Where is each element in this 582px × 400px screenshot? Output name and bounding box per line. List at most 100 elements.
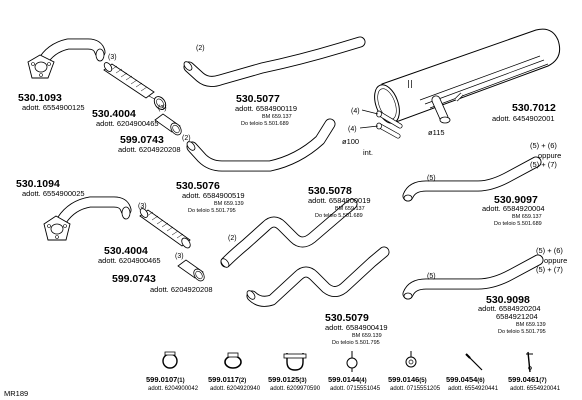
hardware-qty: (3) xyxy=(299,378,306,384)
hardware-qty: (4) xyxy=(359,378,366,384)
part-number: 530.4004 xyxy=(92,108,136,120)
hardware-number: 599.0117 xyxy=(208,375,239,384)
option-line: (5) + (6) xyxy=(536,246,563,255)
svg-text:599.0461(7): 599.0461(7) xyxy=(508,375,547,384)
part-adott: adott. 6204900465 xyxy=(98,256,161,265)
option-line: (5) + (7) xyxy=(530,160,557,169)
svg-text:599.0117(2): 599.0117(2) xyxy=(208,375,246,384)
u-bolt-clamp-icon xyxy=(283,353,307,371)
sleeve-599-0743-middle xyxy=(177,259,205,282)
hardware-adott: adott. 6554920441 xyxy=(448,386,499,392)
part-adott: adott. 6554900025 xyxy=(22,189,85,198)
strap-bracket-icon xyxy=(526,351,533,373)
flange-bend-pipe-530-1094 xyxy=(43,196,132,241)
part-adott: adott. 6584900419 xyxy=(325,323,388,332)
clamp-ring-icon xyxy=(162,351,178,369)
part-bm: BM 659.139 xyxy=(214,201,244,207)
rubber-hanger-icon xyxy=(346,351,358,372)
hardware-number: 599.0454 xyxy=(446,375,478,384)
part-qty: (3) xyxy=(138,203,147,210)
part-number: 530.1093 xyxy=(18,92,62,104)
pipe-530-5079 xyxy=(246,246,390,307)
inlet-diameter: ø100 xyxy=(342,137,359,146)
part-number: 530.9097 xyxy=(494,194,538,206)
part-bm: BM 659.137 xyxy=(262,114,292,120)
part-adott: adott. 6584900119 xyxy=(235,104,297,113)
svg-text:599.0454(6): 599.0454(6) xyxy=(446,375,485,384)
hardware-adott: adott. 6204900042 xyxy=(148,386,199,392)
hardware-adott: adott. 0715551045 xyxy=(330,386,381,392)
part-number: 530.5077 xyxy=(236,93,280,105)
part-qty: (3) xyxy=(158,105,167,112)
part-bm: BM 659.139 xyxy=(352,333,382,339)
inlet-diameter-note: int. xyxy=(363,148,373,157)
part-adott-second: 6584921204 xyxy=(496,312,538,321)
hardware-item: 599.0107(1) adott. 6204900042 xyxy=(146,375,199,392)
part-adott: adott. 6554900125 xyxy=(22,103,85,112)
hardware-qty: (1) xyxy=(177,378,184,384)
svg-text:599.0144(4): 599.0144(4) xyxy=(328,375,367,384)
part-number: 530.1094 xyxy=(16,178,60,190)
pipe-530-5078 xyxy=(220,198,358,268)
part-adott: adott. 6584900019 xyxy=(308,196,371,205)
part-qty: (2) xyxy=(228,235,237,242)
part-number: 599.0743 xyxy=(120,134,164,146)
option-oppure: oppure xyxy=(544,256,567,265)
hardware-adott: adott. 0715551205 xyxy=(390,386,441,392)
sleeve-599-0743-top xyxy=(154,113,182,136)
rubber-ring-icon xyxy=(405,351,417,368)
hardware-qty: (6) xyxy=(477,378,484,384)
muffler-qty-lower: (4) xyxy=(348,126,357,133)
hardware-item: 599.0125(3) adott. 6209970590 xyxy=(268,375,321,392)
flex-tube-530-4004-top xyxy=(103,62,167,110)
hardware-number: 599.0146 xyxy=(388,375,419,384)
flange-bend-pipe-530-1093 xyxy=(27,38,106,79)
pipe-530-5076 xyxy=(186,118,336,172)
part-number: 530.7012 xyxy=(512,102,556,114)
part-adott: adott. 6454902001 xyxy=(492,114,555,123)
part-qty: (5) xyxy=(427,273,436,280)
part-bm: BM 659.139 xyxy=(516,322,546,328)
part-number: 530.5078 xyxy=(308,185,352,197)
part-number: 530.9098 xyxy=(486,294,530,306)
part-number: 530.5076 xyxy=(176,180,220,192)
part-number: 530.5079 xyxy=(325,312,369,324)
part-qty: (5) xyxy=(427,175,436,182)
part-bm: BM 659.137 xyxy=(335,206,365,212)
option-oppure: oppure xyxy=(538,151,561,160)
part-teljes: Do teloio 5.501.795 xyxy=(188,208,236,214)
part-number: 599.0743 xyxy=(112,273,156,285)
hardware-qty: (2) xyxy=(239,378,246,384)
part-adott: adott. 6584920004 xyxy=(482,204,545,213)
option-line: (5) + (7) xyxy=(536,265,563,274)
part-adott: adott. 6584920204 xyxy=(478,304,541,313)
hardware-qty: (7) xyxy=(539,378,546,384)
part-qty: (2) xyxy=(182,135,191,142)
muffler-530-7012 xyxy=(359,28,561,139)
part-adott: adott. 6584900519 xyxy=(182,191,245,200)
hardware-adott: adott. 6209970590 xyxy=(270,386,321,392)
option-line: (5) + (6) xyxy=(530,141,557,150)
outlet-diameter: ø115 xyxy=(428,128,445,137)
svg-text:599.0107(1): 599.0107(1) xyxy=(146,375,185,384)
part-number: 530.4004 xyxy=(104,245,148,257)
muffler-qty-upper: (4) xyxy=(351,108,360,115)
band-clamp-icon xyxy=(224,352,242,369)
hardware-number: 599.0125 xyxy=(268,375,299,384)
pipe-530-9098 xyxy=(402,254,544,300)
hardware-number: 599.0461 xyxy=(508,375,539,384)
part-adott: adott. 6204900465 xyxy=(96,119,159,128)
part-bm: BM 659.137 xyxy=(512,214,542,220)
svg-text:599.0146(5): 599.0146(5) xyxy=(388,375,427,384)
part-qty: (3) xyxy=(108,54,117,61)
part-teljes: Do teloio 5.501.795 xyxy=(332,340,380,346)
flex-tube-530-4004-middle xyxy=(139,208,191,249)
part-teljes: Do teloio 5.501.689 xyxy=(315,213,363,219)
hook-bracket-icon xyxy=(465,353,483,371)
hardware-item: 599.0117(2) adott. 6204920940 xyxy=(208,375,261,392)
pipe-530-9097 xyxy=(402,156,542,202)
pipe-530-5077 xyxy=(183,36,366,87)
part-qty: (2) xyxy=(196,45,205,52)
part-qty: (3) xyxy=(175,253,184,260)
